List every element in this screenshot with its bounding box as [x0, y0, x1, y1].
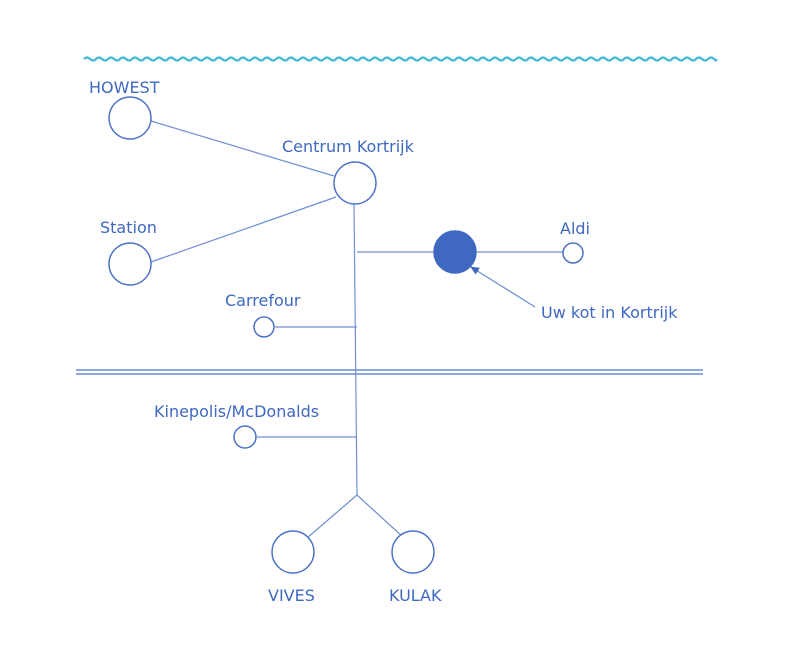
centrum-node[interactable]: [333, 161, 377, 205]
link-howest-centrum: [150, 120, 335, 177]
home-annotation-arrow: [470, 266, 536, 308]
label-carrefour: Carrefour: [225, 291, 301, 310]
label-aldi: Aldi: [560, 219, 590, 238]
label-home: Uw kot in Kortrijk: [541, 303, 678, 322]
howest-node[interactable]: [108, 96, 152, 140]
label-howest: HOWEST: [89, 78, 160, 97]
main-road: [353, 203, 358, 496]
label-kinepolis: Kinepolis/McDonalds: [154, 402, 319, 421]
vives-node[interactable]: [271, 530, 315, 574]
station-node[interactable]: [108, 242, 152, 286]
link-road-kulak: [356, 494, 405, 539]
label-vives: VIVES: [268, 586, 315, 605]
label-station: Station: [100, 218, 157, 237]
label-kulak: KULAK: [389, 586, 442, 605]
river-line: [83, 56, 718, 62]
kinepolis-node[interactable]: [233, 425, 257, 449]
kulak-node[interactable]: [391, 530, 435, 574]
home-node[interactable]: [433, 230, 477, 274]
aldi-node[interactable]: [562, 242, 584, 264]
link-station-centrum: [150, 196, 337, 263]
carrefour-node[interactable]: [253, 316, 275, 338]
link-road-vives: [306, 494, 358, 539]
label-centrum: Centrum Kortrijk: [282, 137, 415, 156]
